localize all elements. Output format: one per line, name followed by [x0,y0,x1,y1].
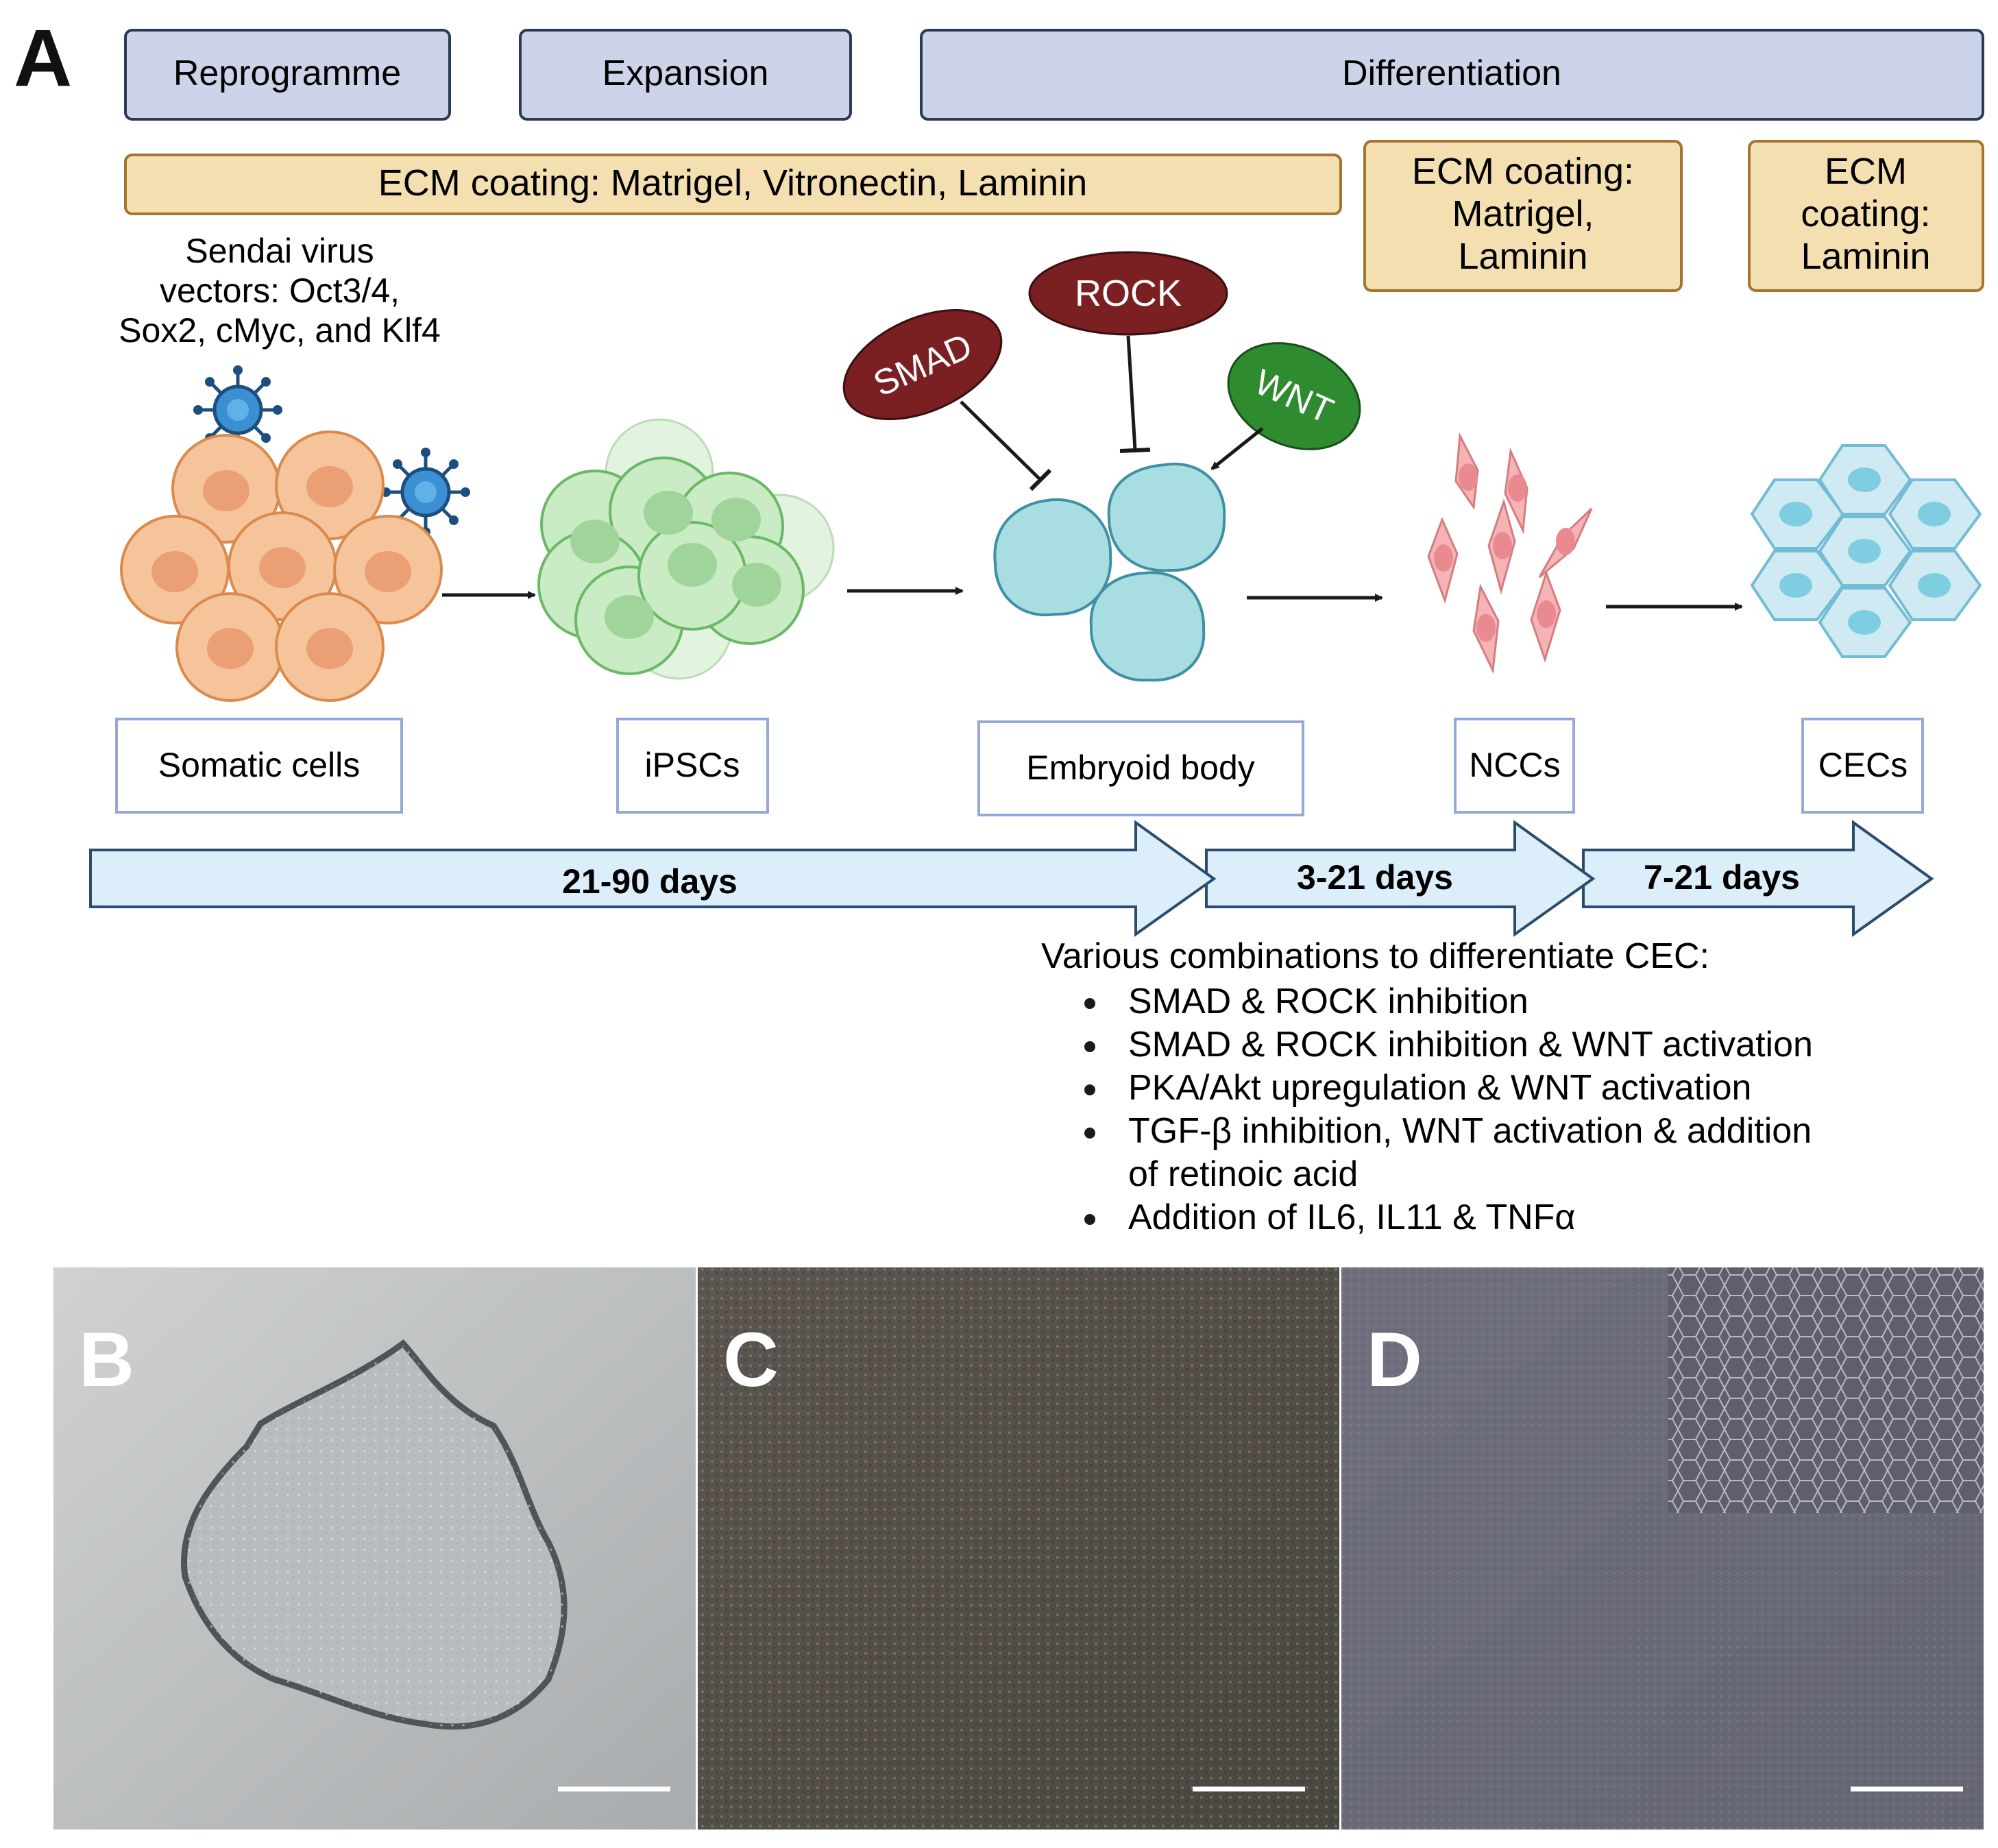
stage-somatic-cells-label: Somatic cells [158,746,361,784]
duration-2: 3-21 days [1297,858,1453,897]
ecm-coating-second-line3: Laminin [1458,236,1587,277]
bullet-icon [1084,998,1095,1009]
combo-item: PKA/Akt upregulation & WNT activation [1128,1068,1751,1108]
ecm-coating-second-line1: ECM coating: [1412,151,1634,192]
stage-embryoid-body: Embryoid body [977,720,1304,816]
embryoid-body-illustration [993,462,1226,682]
phase-reprogramme-label: Reprogramme [173,53,401,93]
phase-differentiation: Differentiation [920,29,1984,121]
combo-item: Addition of IL6, IL11 & TNFα [1128,1197,1576,1237]
stage-nccs-label: NCCs [1469,746,1560,784]
sendai-line3: Sox2, cMyc, and Klf4 [119,311,441,350]
micrograph-c: C [698,1267,1339,1829]
timeline [89,820,1934,937]
bullet-icon [1084,1214,1095,1225]
duration-1: 21-90 days [562,862,738,901]
panel-label-c: C [723,1317,779,1402]
phase-reprogramme: Reprogramme [124,29,451,121]
combos-title: Various combinations to differentiate CE… [1041,936,1709,976]
phase-expansion-label: Expansion [602,53,769,93]
bullet-icon [1084,1128,1095,1139]
somatic-cells-illustration [120,430,443,702]
ecm-coating-third-line2: coating: [1801,193,1930,234]
stage-cecs: CECs [1801,718,1924,814]
ecm-coating-first: ECM coating: Matrigel, Vitronectin, Lami… [124,154,1342,215]
stage-ipscs: iPSCs [616,718,769,814]
timeline-segment-1 [89,820,1217,937]
ecm-coating-first-label: ECM coating: Matrigel, Vitronectin, Lami… [378,162,1087,204]
bullet-icon [1084,1041,1095,1052]
micrograph-d-inset [1668,1267,1984,1513]
micrograph-d: D [1341,1267,1984,1829]
panel-label-d: D [1367,1317,1422,1402]
ecm-coating-third-line3: Laminin [1801,236,1930,277]
micrograph-b: B [53,1267,696,1829]
ecm-coating-second-line2: Matrigel, [1452,193,1594,234]
sendai-line2: vectors: Oct3/4, [160,271,400,310]
ecm-coating-third-line1: ECM [1825,151,1907,192]
ecm-coating-third: ECM coating: Laminin [1748,140,1984,292]
stage-ipscs-label: iPSCs [645,746,740,784]
stage-embryoid-body-label: Embryoid body [1026,749,1255,787]
phase-expansion: Expansion [519,29,852,121]
ecm-coating-second: ECM coating: Matrigel, Laminin [1363,140,1683,292]
rock-signal: ROCK [1028,251,1228,453]
bullet-icon [1084,1084,1095,1095]
ipsc-illustration [537,418,835,680]
sendai-line1: Sendai virus [185,232,374,270]
wnt-signal: WNT [1210,342,1361,470]
phase-differentiation-label: Differentiation [1342,53,1561,93]
panel-label-b: B [79,1317,134,1402]
panel-label-a: A [14,13,72,104]
smad-signal: SMAD [842,308,1052,491]
timeline-segment-2 [1205,820,1596,937]
rock-label: ROCK [1075,273,1182,314]
stage-cecs-label: CECs [1818,746,1908,784]
combo-item: SMAD & ROCK inhibition & WNT activation [1128,1025,1813,1065]
combos-list: SMAD & ROCK inhibition SMAD & ROCK inhib… [1084,982,1813,1237]
combo-item-continuation: of retinoic acid [1128,1154,1358,1194]
ncc-illustration [1427,432,1593,674]
stage-nccs: NCCs [1454,718,1575,814]
combo-item: SMAD & ROCK inhibition [1128,982,1528,1021]
duration-3: 7-21 days [1644,858,1800,897]
timeline-segment-3-body [1582,820,1934,937]
combo-item: TGF-β inhibition, WNT activation & addit… [1128,1111,1812,1151]
stage-somatic-cells: Somatic cells [115,718,403,814]
cec-illustration [1750,444,1982,658]
